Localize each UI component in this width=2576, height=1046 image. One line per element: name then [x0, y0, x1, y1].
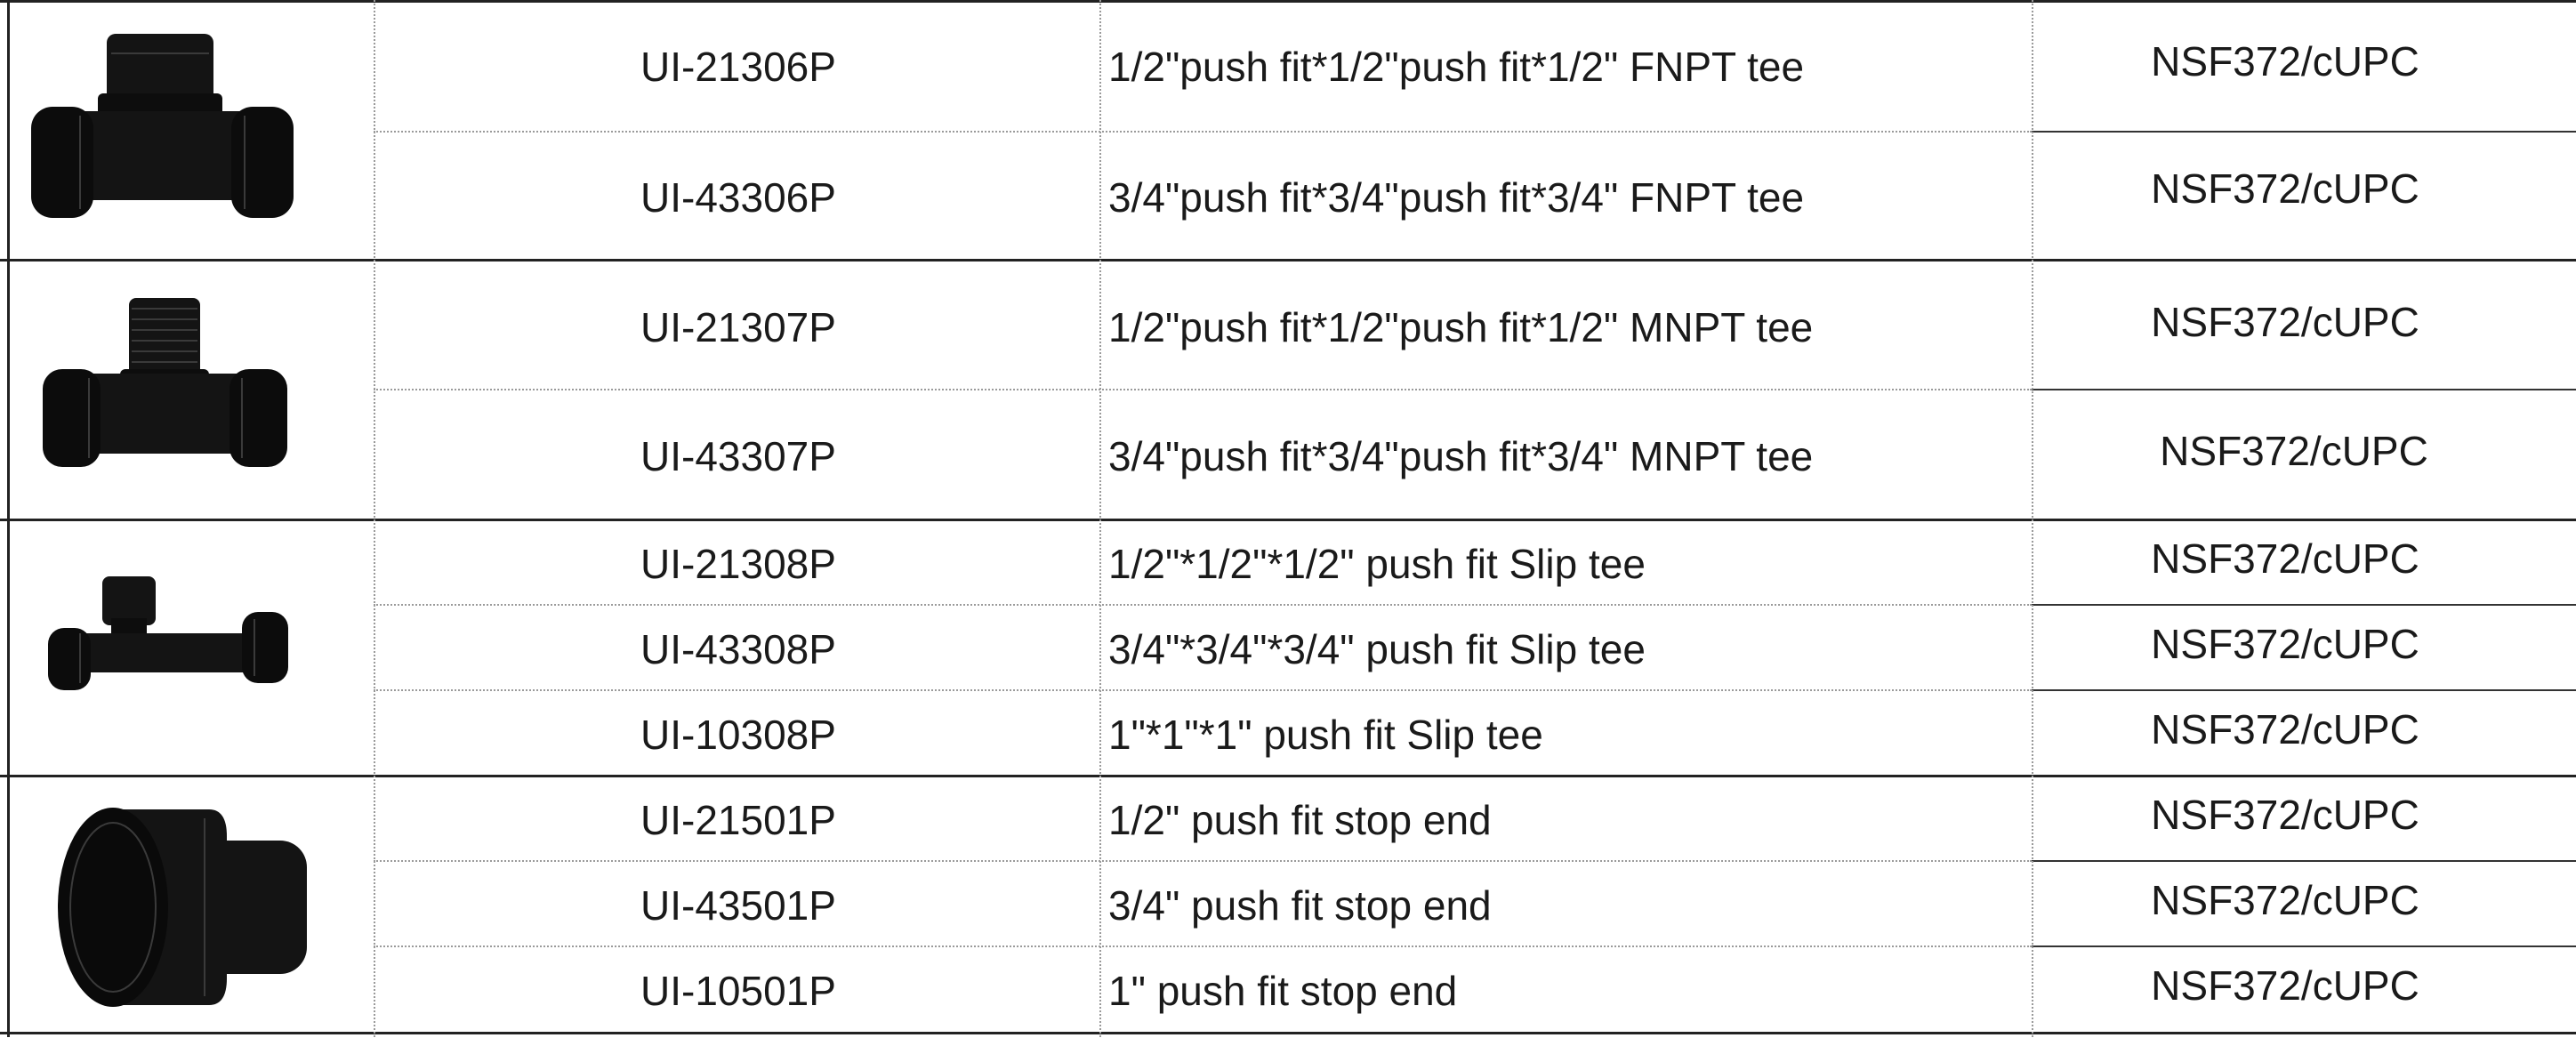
certification: NSF372/cUPC — [2151, 299, 2419, 345]
group-divider — [0, 519, 2576, 521]
table-border-top — [0, 0, 2576, 3]
product-description: 1/2" push fit stop end — [1108, 797, 1492, 843]
certification: NSF372/cUPC — [2151, 535, 2419, 582]
row-divider — [374, 689, 2032, 691]
certification: NSF372/cUPC — [2151, 706, 2419, 752]
product-description: 1" push fit stop end — [1108, 968, 1458, 1014]
product-code: UI-10308P — [640, 712, 836, 758]
product-description: 1/2"push fit*1/2"push fit*1/2" MNPT tee — [1108, 304, 1814, 350]
column-divider — [374, 0, 375, 1037]
row-divider — [374, 860, 2032, 862]
stop-end-image — [58, 808, 307, 1007]
table-border-bottom — [0, 1032, 2576, 1034]
product-code: UI-21306P — [640, 44, 836, 90]
product-code: UI-43306P — [640, 174, 836, 221]
row-divider — [374, 945, 2032, 947]
certification: NSF372/cUPC — [2151, 877, 2419, 923]
row-divider — [374, 131, 2032, 133]
row-divider — [374, 389, 2032, 390]
product-code: UI-43307P — [640, 433, 836, 479]
row-divider — [374, 604, 2032, 606]
row-divider — [2032, 945, 2576, 947]
slip-tee-image — [48, 576, 288, 690]
certification: NSF372/cUPC — [2151, 792, 2419, 838]
product-description: 3/4" push fit stop end — [1108, 882, 1492, 929]
row-divider — [2032, 604, 2576, 606]
product-description: 3/4"push fit*3/4"push fit*3/4" FNPT tee — [1108, 174, 1805, 221]
certification: NSF372/cUPC — [2151, 38, 2419, 84]
certification: NSF372/cUPC — [2160, 428, 2428, 474]
group-divider — [0, 259, 2576, 262]
group-divider — [0, 775, 2576, 777]
row-divider — [2032, 389, 2576, 390]
mnpt-tee-image — [43, 298, 287, 467]
certification: NSF372/cUPC — [2151, 165, 2419, 212]
product-code: UI-21308P — [640, 541, 836, 587]
product-description: 1"*1"*1" push fit Slip tee — [1108, 712, 1543, 758]
row-divider — [2032, 860, 2576, 862]
product-code: UI-21307P — [640, 304, 836, 350]
product-description: 1/2"push fit*1/2"push fit*1/2" FNPT tee — [1108, 44, 1805, 90]
table-border-left — [7, 0, 10, 1037]
row-divider — [2032, 689, 2576, 691]
product-description: 1/2"*1/2"*1/2" push fit Slip tee — [1108, 541, 1646, 587]
fnpt-tee-image — [31, 34, 294, 218]
product-description: 3/4"push fit*3/4"push fit*3/4" MNPT tee — [1108, 433, 1814, 479]
column-divider — [1099, 0, 1101, 1037]
row-divider — [2032, 131, 2576, 133]
column-divider — [2032, 0, 2033, 1037]
product-code: UI-43501P — [640, 882, 836, 929]
product-description: 3/4"*3/4"*3/4" push fit Slip tee — [1108, 626, 1646, 672]
certification: NSF372/cUPC — [2151, 962, 2419, 1009]
certification: NSF372/cUPC — [2151, 621, 2419, 667]
product-code: UI-21501P — [640, 797, 836, 843]
product-code: UI-10501P — [640, 968, 836, 1014]
product-code: UI-43308P — [640, 626, 836, 672]
